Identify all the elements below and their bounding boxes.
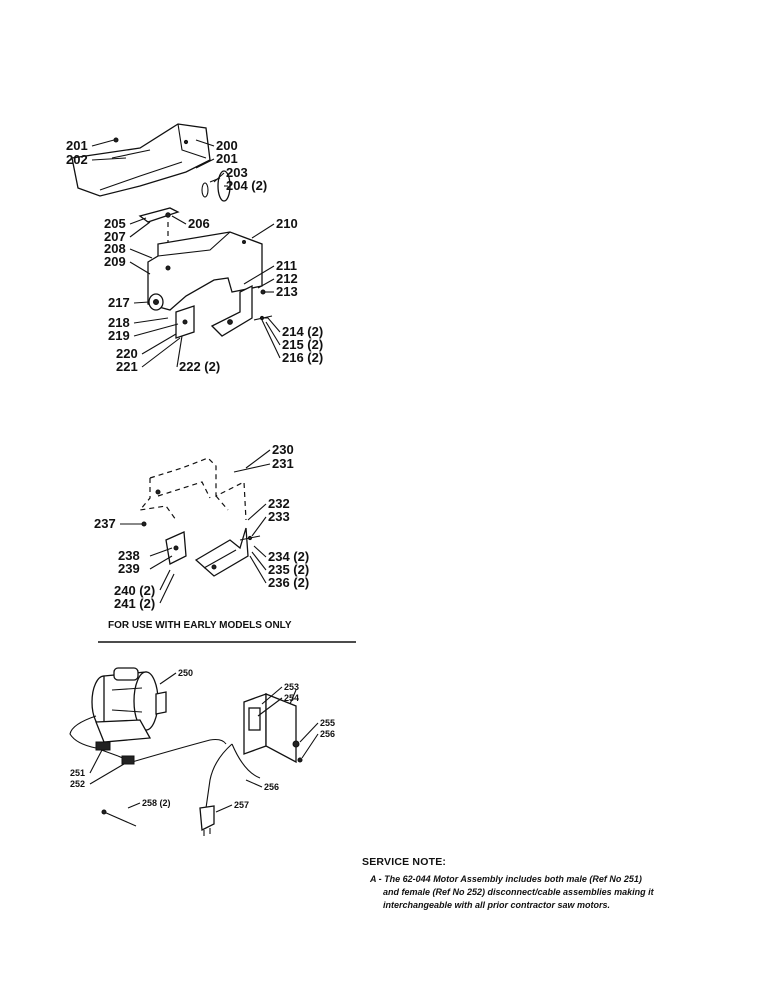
- callout-233: 233: [268, 509, 290, 524]
- early-models-caption: FOR USE WITH EARLY MODELS ONLY: [108, 620, 292, 631]
- callout-234: 234 (2): [268, 549, 309, 564]
- callout-239: 239: [118, 561, 140, 576]
- belt-guard-assembly: [71, 123, 273, 339]
- section3-callouts: 250 253 254 255 256 251 252 256 257 258 …: [70, 668, 335, 810]
- callout-204: 204 (2): [226, 178, 267, 193]
- callout-211: 211: [276, 258, 297, 273]
- section3-leader-lines: [89, 672, 319, 813]
- callout-203: 203: [226, 165, 248, 180]
- callout-205: 205: [104, 216, 126, 231]
- callout-231: 231: [272, 456, 294, 471]
- service-note-body: A - The 62-044 Motor Assembly includes b…: [370, 873, 670, 912]
- callout-207: 207: [104, 229, 126, 244]
- callout-219: 219: [108, 328, 130, 343]
- service-note-line-1: A - The 62-044 Motor Assembly includes b…: [370, 874, 642, 884]
- callout-213: 213: [276, 284, 298, 299]
- callout-201a: 201: [66, 138, 88, 153]
- service-note-heading: SERVICE NOTE:: [362, 856, 447, 868]
- callout-210: 210: [276, 216, 298, 231]
- callout-216: 216 (2): [282, 350, 323, 365]
- section2-leader-lines: [120, 449, 271, 604]
- callout-238: 238: [118, 548, 140, 563]
- callout-252: 252: [70, 779, 85, 789]
- callout-209: 209: [104, 254, 126, 269]
- callout-222: 222 (2): [179, 359, 220, 374]
- callout-236: 236 (2): [268, 575, 309, 590]
- section1-leader-lines: [91, 139, 281, 368]
- callout-214: 214 (2): [282, 324, 323, 339]
- callout-253: 253: [284, 682, 299, 692]
- callout-221: 221: [116, 359, 138, 374]
- section1-callouts: 201 202 200 201 203 204 (2) 205 207 206 …: [66, 138, 323, 374]
- early-model-guard-assembly: [138, 457, 261, 577]
- callout-257: 257: [234, 800, 249, 810]
- callout-255: 255: [320, 718, 335, 728]
- callout-250: 250: [178, 668, 193, 678]
- callout-208: 208: [104, 241, 126, 256]
- callout-217: 217: [108, 295, 130, 310]
- callout-240: 240 (2): [114, 583, 155, 598]
- callout-232: 232: [268, 496, 290, 511]
- callout-215: 215 (2): [282, 337, 323, 352]
- callout-202: 202: [66, 152, 88, 167]
- callout-212: 212: [276, 271, 298, 286]
- callout-201b: 201: [216, 151, 238, 166]
- callout-251: 251: [70, 768, 85, 778]
- service-note-line-2: and female (Ref No 252) disconnect/cable…: [383, 887, 654, 897]
- callout-256b: 256: [264, 782, 279, 792]
- callout-200: 200: [216, 138, 238, 153]
- callout-254: 254: [284, 693, 299, 703]
- motor-switch-assembly: [69, 667, 303, 836]
- service-note-line-3: interchangeable with all prior contracto…: [383, 900, 611, 910]
- callout-258: 258 (2): [142, 798, 171, 808]
- callout-256a: 256: [320, 729, 335, 739]
- callout-241: 241 (2): [114, 596, 155, 611]
- callout-237: 237: [94, 516, 116, 531]
- callout-235: 235 (2): [268, 562, 309, 577]
- callout-218: 218: [108, 315, 130, 330]
- callout-220: 220: [116, 346, 138, 361]
- callout-230: 230: [272, 442, 294, 457]
- section2-callouts: 230 231 232 233 237 238 239 234 (2) 235 …: [94, 442, 309, 631]
- callout-206: 206: [188, 216, 210, 231]
